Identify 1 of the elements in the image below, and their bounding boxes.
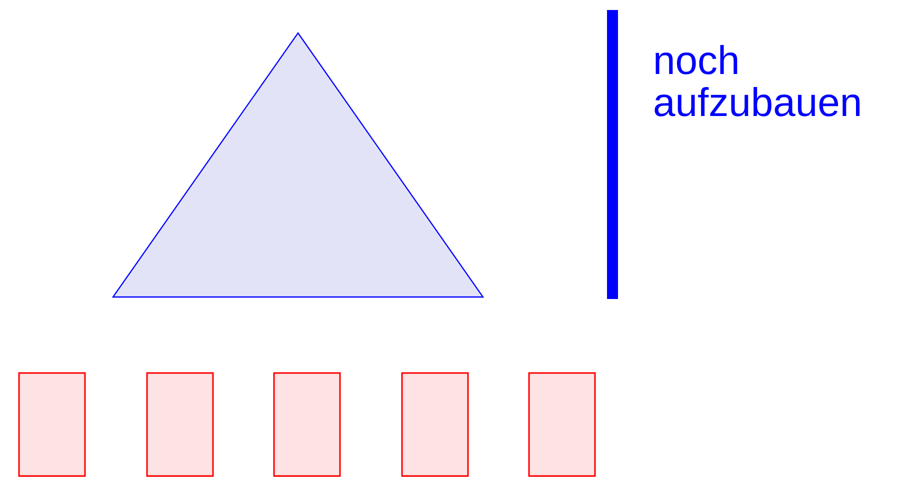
note-text: noch aufzubauen <box>653 40 864 124</box>
